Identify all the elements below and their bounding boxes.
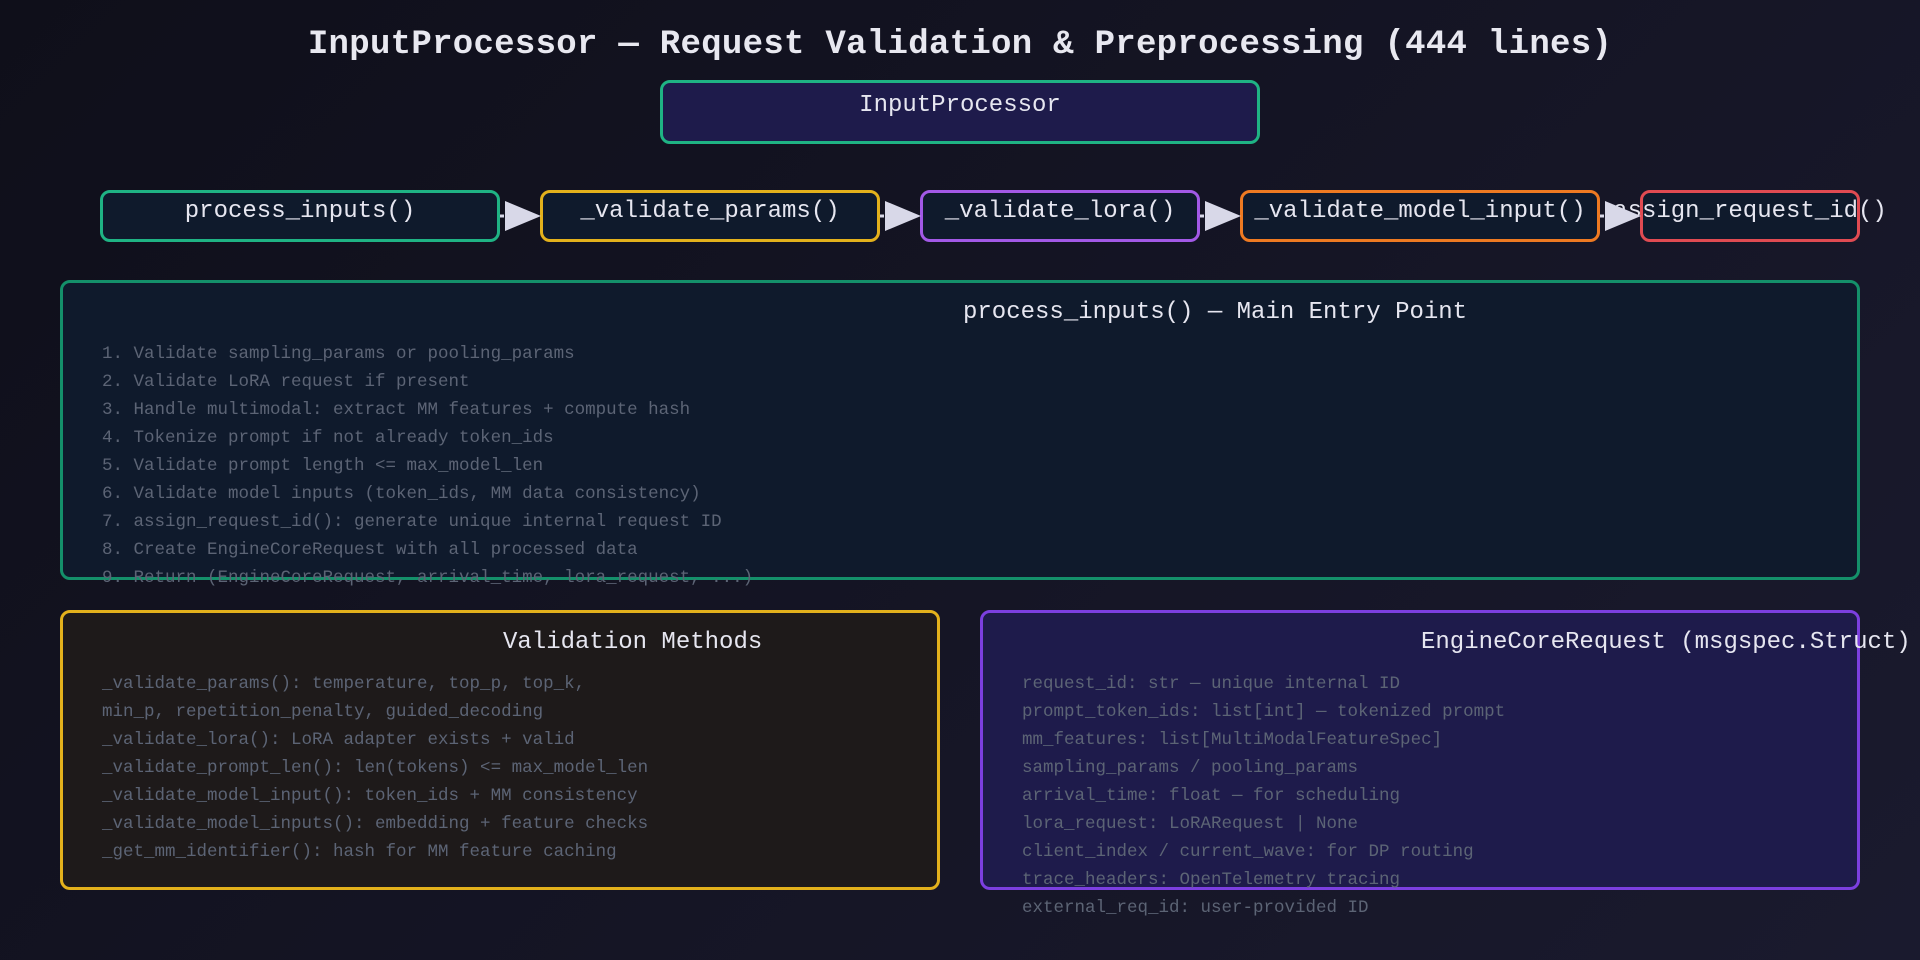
- method-line: min_p, repetition_penalty, guided_decodi…: [102, 702, 544, 722]
- validation-methods-panel-title: Validation Methods: [503, 629, 763, 656]
- engine-core-request-panel-title: EngineCoreRequest (msgspec.Struct): [1421, 629, 1911, 656]
- root-node-label: InputProcessor: [859, 92, 1061, 119]
- flow-node-label: assign_request_id(): [1613, 198, 1887, 225]
- validation-methods-panel: Validation Methods _validate_params(): t…: [60, 610, 940, 890]
- flow-node-validate-model-input: _validate_model_input(): [1240, 190, 1600, 242]
- step-line: 1. Validate sampling_params or pooling_p…: [102, 344, 575, 364]
- method-line: _get_mm_identifier(): hash for MM featur…: [102, 842, 617, 862]
- step-line: 4. Tokenize prompt if not already token_…: [102, 428, 554, 448]
- flow-node-validate-lora: _validate_lora(): [920, 190, 1200, 242]
- flow-node-assign-request-id: assign_request_id(): [1613, 190, 1887, 242]
- main-entry-panel: process_inputs() — Main Entry Point 1. V…: [60, 280, 1860, 588]
- step-line: 9. Return (EngineCoreRequest, arrival_ti…: [102, 568, 754, 588]
- step-line: 5. Validate prompt length <= max_model_l…: [102, 456, 544, 476]
- field-line: arrival_time: float — for scheduling: [1022, 786, 1401, 806]
- field-line: lora_request: LoRARequest | None: [1022, 814, 1359, 834]
- diagram-title: InputProcessor — Request Validation & Pr…: [307, 26, 1613, 64]
- field-line: mm_features: list[MultiModalFeatureSpec]: [1022, 730, 1443, 750]
- method-line: _validate_prompt_len(): len(tokens) <= m…: [102, 758, 649, 778]
- field-line: request_id: str — unique internal ID: [1022, 674, 1401, 694]
- flow-node-label: _validate_model_input(): [1254, 198, 1586, 225]
- flow-node-label: process_inputs(): [184, 198, 416, 225]
- flow-node-validate-params: _validate_params(): [540, 190, 880, 242]
- field-line: external_req_id: user-provided ID: [1022, 898, 1369, 918]
- field-line: client_index / current_wave: for DP rout…: [1022, 842, 1474, 862]
- method-line: _validate_lora(): LoRA adapter exists + …: [102, 730, 575, 750]
- flow-node-label: _validate_lora(): [944, 198, 1176, 225]
- flow-node-process-inputs: process_inputs(): [100, 190, 500, 242]
- method-line: _validate_model_inputs(): embedding + fe…: [102, 814, 649, 834]
- validation-methods-list: _validate_params(): temperature, top_p, …: [102, 670, 648, 866]
- step-line: 3. Handle multimodal: extract MM feature…: [102, 400, 691, 420]
- flow-node-label: _validate_params(): [580, 198, 840, 225]
- field-line: sampling_params / pooling_params: [1022, 758, 1359, 778]
- engine-core-request-fields: request_id: str — unique internal ID pro…: [1022, 670, 1505, 922]
- root-node: InputProcessor: [660, 80, 1260, 144]
- step-line: 2. Validate LoRA request if present: [102, 372, 470, 392]
- step-line: 6. Validate model inputs (token_ids, MM …: [102, 484, 701, 504]
- step-line: 7. assign_request_id(): generate unique …: [102, 512, 722, 532]
- main-entry-steps: 1. Validate sampling_params or pooling_p…: [102, 340, 753, 592]
- method-line: _validate_params(): temperature, top_p, …: [102, 674, 586, 694]
- engine-core-request-panel: EngineCoreRequest (msgspec.Struct) reque…: [980, 610, 1911, 918]
- main-entry-panel-title: process_inputs() — Main Entry Point: [963, 299, 1468, 326]
- field-line: prompt_token_ids: list[int] — tokenized …: [1022, 702, 1506, 722]
- method-line: _validate_model_input(): token_ids + MM …: [102, 786, 638, 806]
- field-line: trace_headers: OpenTelemetry tracing: [1022, 870, 1401, 890]
- step-line: 8. Create EngineCoreRequest with all pro…: [102, 540, 638, 560]
